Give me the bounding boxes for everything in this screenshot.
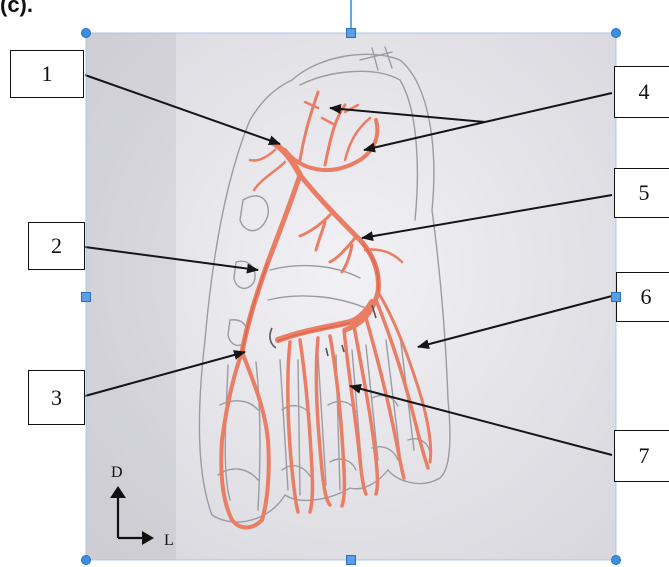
- callout-7: 7: [614, 430, 669, 482]
- resize-handle-top-left[interactable]: [81, 28, 91, 38]
- callout-5: 5: [614, 168, 669, 218]
- resize-handle-bottom-left[interactable]: [81, 555, 91, 565]
- photo-left-shadow: [86, 33, 176, 560]
- callout-3: 3: [28, 370, 85, 425]
- orientation-up-label: D: [111, 464, 123, 481]
- resize-handle-left[interactable]: [81, 292, 91, 302]
- callout-2: 2: [28, 222, 85, 270]
- resize-handle-top[interactable]: [346, 28, 356, 38]
- resize-handle-right[interactable]: [611, 292, 621, 302]
- resize-handle-bottom[interactable]: [346, 555, 356, 565]
- callout-1: 1: [10, 50, 84, 98]
- callout-6: 6: [616, 272, 669, 322]
- resize-handle-top-right[interactable]: [611, 28, 621, 38]
- resize-handle-bottom-right[interactable]: [611, 555, 621, 565]
- orientation-right-label: L: [164, 532, 174, 549]
- callout-4: 4: [614, 66, 669, 118]
